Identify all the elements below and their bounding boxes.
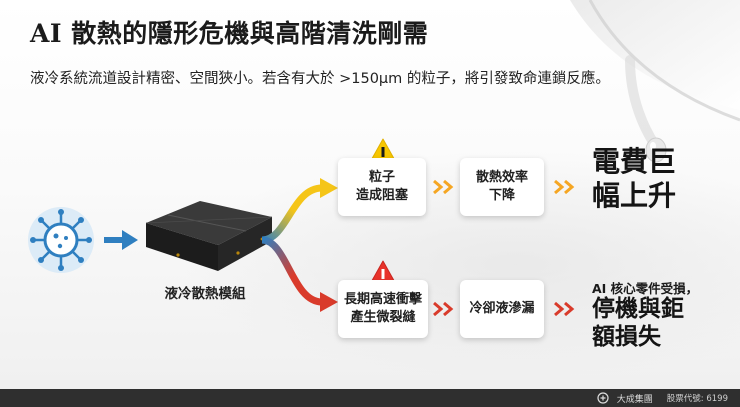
page-subtitle: 液冷系統流道設計精密、空間狹小。若含有大於 >150μm 的粒子，將引發致命連鎖…: [30, 71, 610, 87]
footer-brand: 大成集團: [616, 394, 653, 405]
chevron-right-icon: [554, 301, 575, 317]
branch-arrows: [262, 178, 338, 312]
chevron-right-icon: [433, 301, 454, 317]
page-title: AI 散熱的隱形危機與高階清洗剛需: [30, 19, 429, 48]
footer-stock-code: 股票代號: 6199: [666, 394, 728, 404]
particle-virus-icon: [28, 207, 94, 273]
result-downtime-loss: 停機與鉅 額損失: [592, 296, 684, 350]
result-electricity-cost: 電費巨 幅上升: [592, 145, 677, 212]
step-cooling-efficiency-drop: 散熱效率 下降: [460, 158, 544, 216]
module-label: 液冷散熱模組: [164, 286, 246, 302]
chevron-right-icon: [554, 179, 575, 195]
liquid-cooling-module-image: [145, 201, 273, 271]
result-note-ai-damage: AI 核心零件受損，: [592, 281, 699, 296]
flow-arrow-icon: [104, 230, 138, 250]
step-particle-blockage: 粒子 造成阻塞: [338, 158, 426, 216]
chevron-right-icon: [433, 179, 454, 195]
step-coolant-leak: 冷卻液滲漏: [460, 280, 544, 338]
company-logo-icon: [597, 392, 609, 404]
step-micro-cracks: 長期高速衝擊 產生微裂縫: [338, 280, 428, 338]
footer-bar: 大成集團 股票代號: 6199: [0, 389, 740, 407]
